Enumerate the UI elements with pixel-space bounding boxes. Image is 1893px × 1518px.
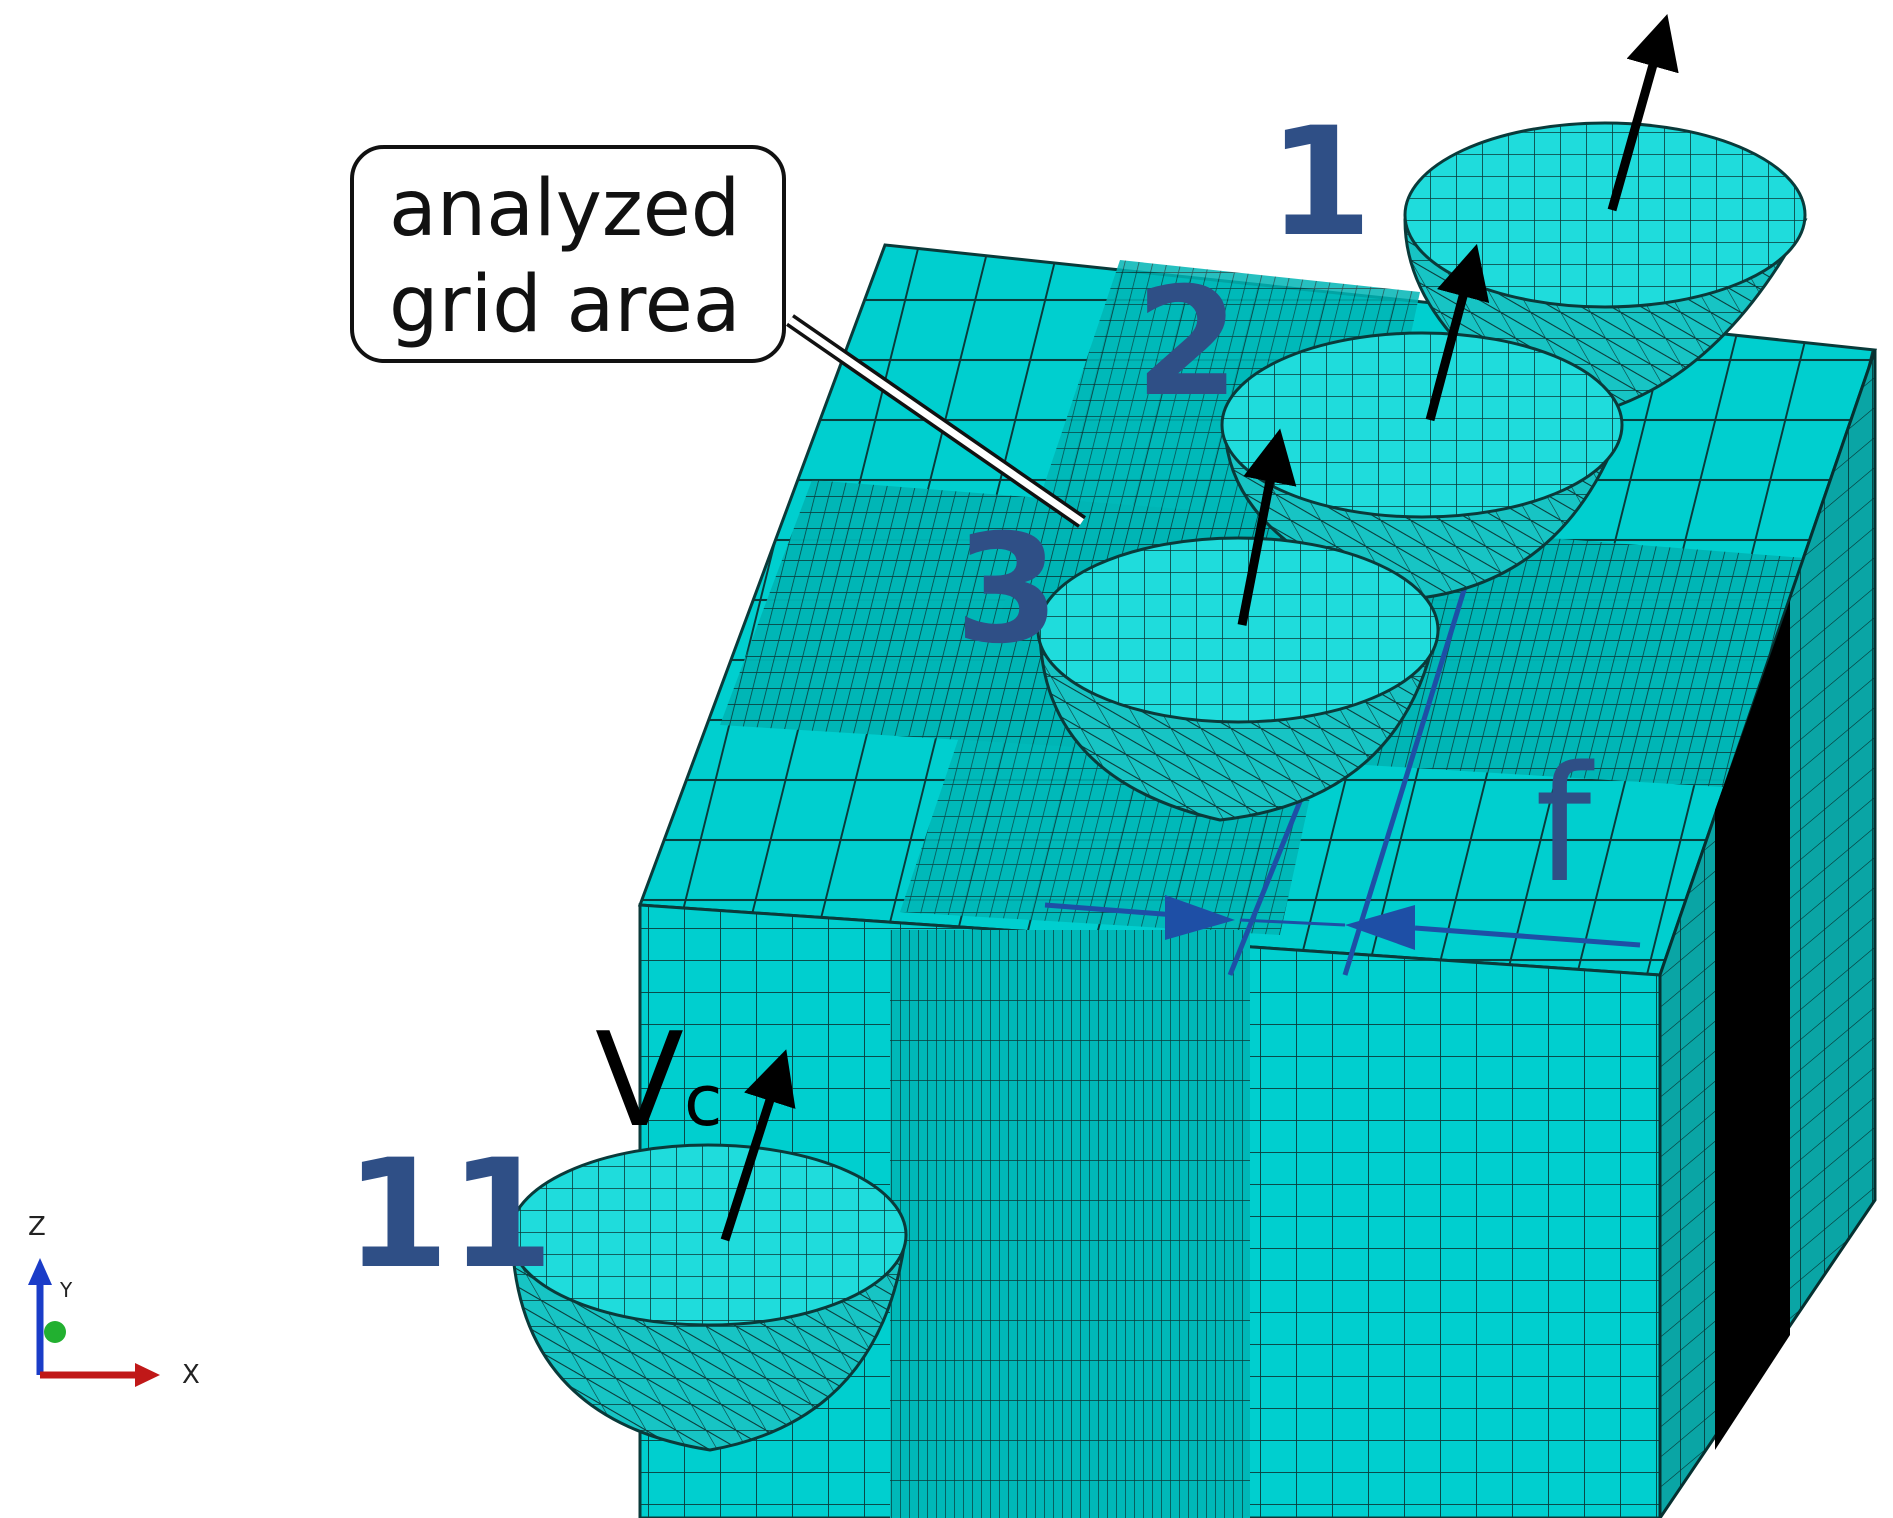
feed-baseline xyxy=(1239,918,1346,927)
feed-line-right xyxy=(1414,925,1641,948)
y-axis-dot xyxy=(44,1321,66,1343)
callout-line-1: analyzed xyxy=(389,164,741,254)
tool-label-2: 2 xyxy=(1135,256,1240,430)
velocity-arrow-3 xyxy=(1237,428,1297,626)
feed-arrowhead-right xyxy=(1345,905,1415,950)
tool-label-11: 11 xyxy=(345,1128,554,1302)
callout-box: analyzed grid area xyxy=(350,145,786,363)
x-axis-head xyxy=(135,1363,160,1387)
feed-arrowhead-left xyxy=(1165,895,1235,940)
triad-y-label: Y xyxy=(60,1278,73,1302)
velocity-arrow-2 xyxy=(1425,243,1490,422)
velocity-arrow-1 xyxy=(1607,14,1679,212)
coordinate-triad xyxy=(28,1258,160,1387)
tool-3 xyxy=(1036,536,1440,822)
tool-label-3: 3 xyxy=(955,503,1060,677)
velocity-arrow-11 xyxy=(720,1049,796,1242)
cutting-speed-v: V xyxy=(595,1004,684,1156)
cutting-speed-label: Vc xyxy=(595,1015,722,1145)
tool-11 xyxy=(508,1143,908,1452)
triad-z-label: Z xyxy=(28,1212,46,1242)
velocity-arrows xyxy=(720,14,1679,1242)
side-dark-band xyxy=(1715,600,1790,1450)
feed-dimension xyxy=(1044,895,1641,950)
z-axis-head xyxy=(28,1258,52,1285)
callout-line-2: grid area xyxy=(389,260,741,350)
cutting-speed-subscript: c xyxy=(683,1060,723,1142)
tool-label-1: 1 xyxy=(1268,96,1373,270)
callout-leader xyxy=(786,314,1086,528)
triad-x-label: X xyxy=(182,1360,200,1390)
front-fine-band xyxy=(890,930,1250,1518)
feed-label: f xyxy=(1535,731,1592,918)
